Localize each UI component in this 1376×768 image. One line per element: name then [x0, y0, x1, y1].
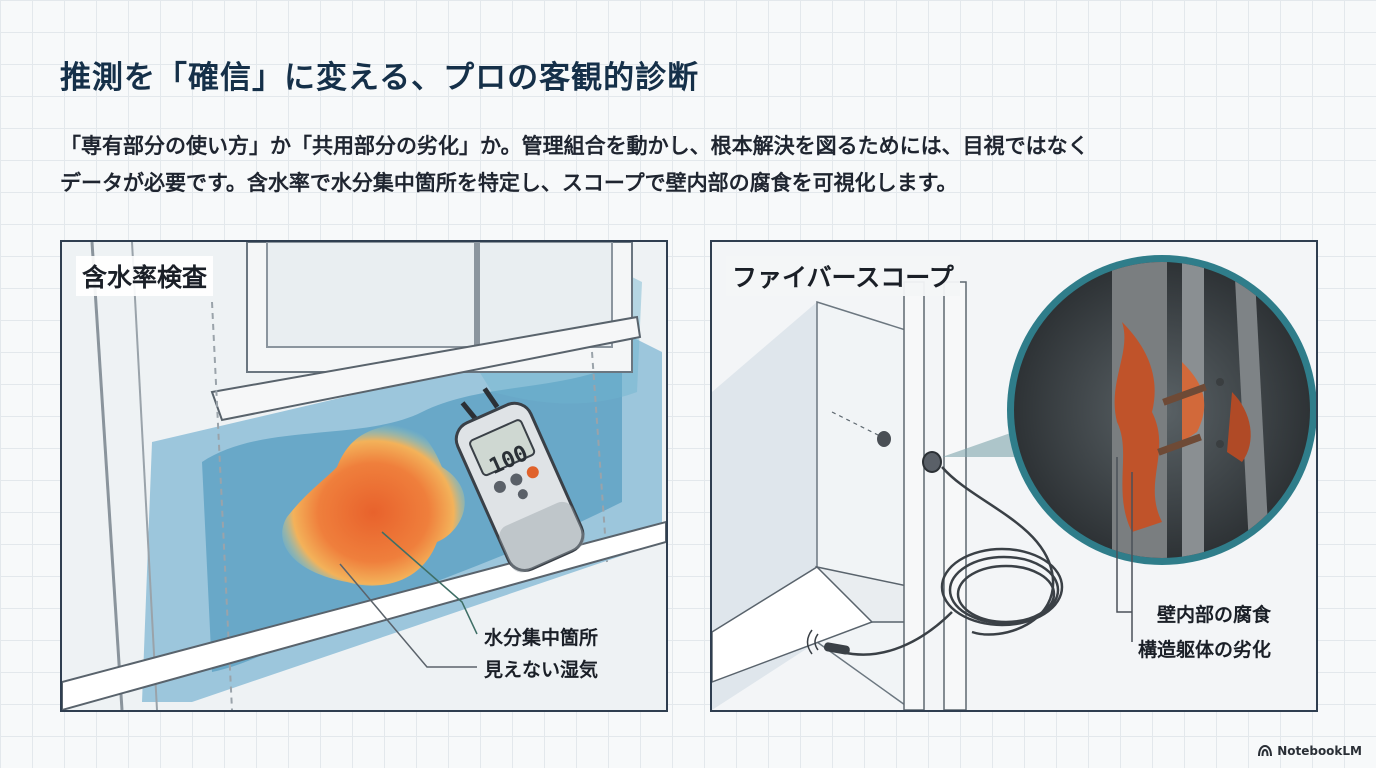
- description: 「専有部分の使い方」か「共用部分の劣化」か。管理組合を動かし、根本解決を図るため…: [60, 128, 1330, 202]
- panel-title-fiberscope: ファイバースコープ: [726, 256, 960, 296]
- callout-line-hotspot: [381, 531, 478, 635]
- callout-wall-corrosion: 壁内部の腐食: [1157, 604, 1272, 626]
- fiberscope-cable-icon: [841, 466, 1064, 656]
- inspection-hole-icon: [877, 431, 891, 447]
- branding-label: NotebookLM: [1277, 744, 1362, 758]
- description-line-2: データが必要です。含水率で水分集中箇所を特定し、スコープで壁内部の腐食を可視化し…: [60, 171, 958, 195]
- moisture-inspection-panel: 含水率検査 100 水分集中箇所 見えない湿気: [60, 240, 668, 712]
- callout-invisible-humidity: 見えない湿気: [484, 659, 599, 681]
- wall-stud: [903, 281, 925, 710]
- page-title: 推測を「確信」に変える、プロの客観的診断: [60, 60, 700, 96]
- moisture-meter-icon: [454, 387, 585, 573]
- corroded-stud-icon: [1112, 262, 1271, 558]
- fiberscope-illustration: [712, 255, 1316, 710]
- fiberscope-panel: ファイバースコープ 壁内部の腐食 構造躯体の劣化: [710, 240, 1318, 712]
- window-frame-icon: [210, 242, 642, 422]
- callout-structure-degradation: 構造躯体の劣化: [1138, 639, 1272, 661]
- callout-moisture-concentration: 水分集中箇所: [484, 627, 599, 649]
- callout-line-corrosion: [1116, 457, 1132, 613]
- description-line-1: 「専有部分の使い方」か「共用部分の劣化」か。管理組合を動かし、根本解決を図るため…: [60, 134, 1089, 158]
- moisture-illustration: [62, 242, 666, 710]
- scope-tip-icon: [823, 642, 850, 655]
- panel-title-moisture: 含水率検査: [76, 256, 214, 296]
- notebooklm-logo-icon: [1258, 745, 1273, 757]
- moisture-hotspot: [282, 422, 465, 586]
- callout-line-damp: [339, 563, 477, 668]
- branding: NotebookLM: [1258, 744, 1362, 758]
